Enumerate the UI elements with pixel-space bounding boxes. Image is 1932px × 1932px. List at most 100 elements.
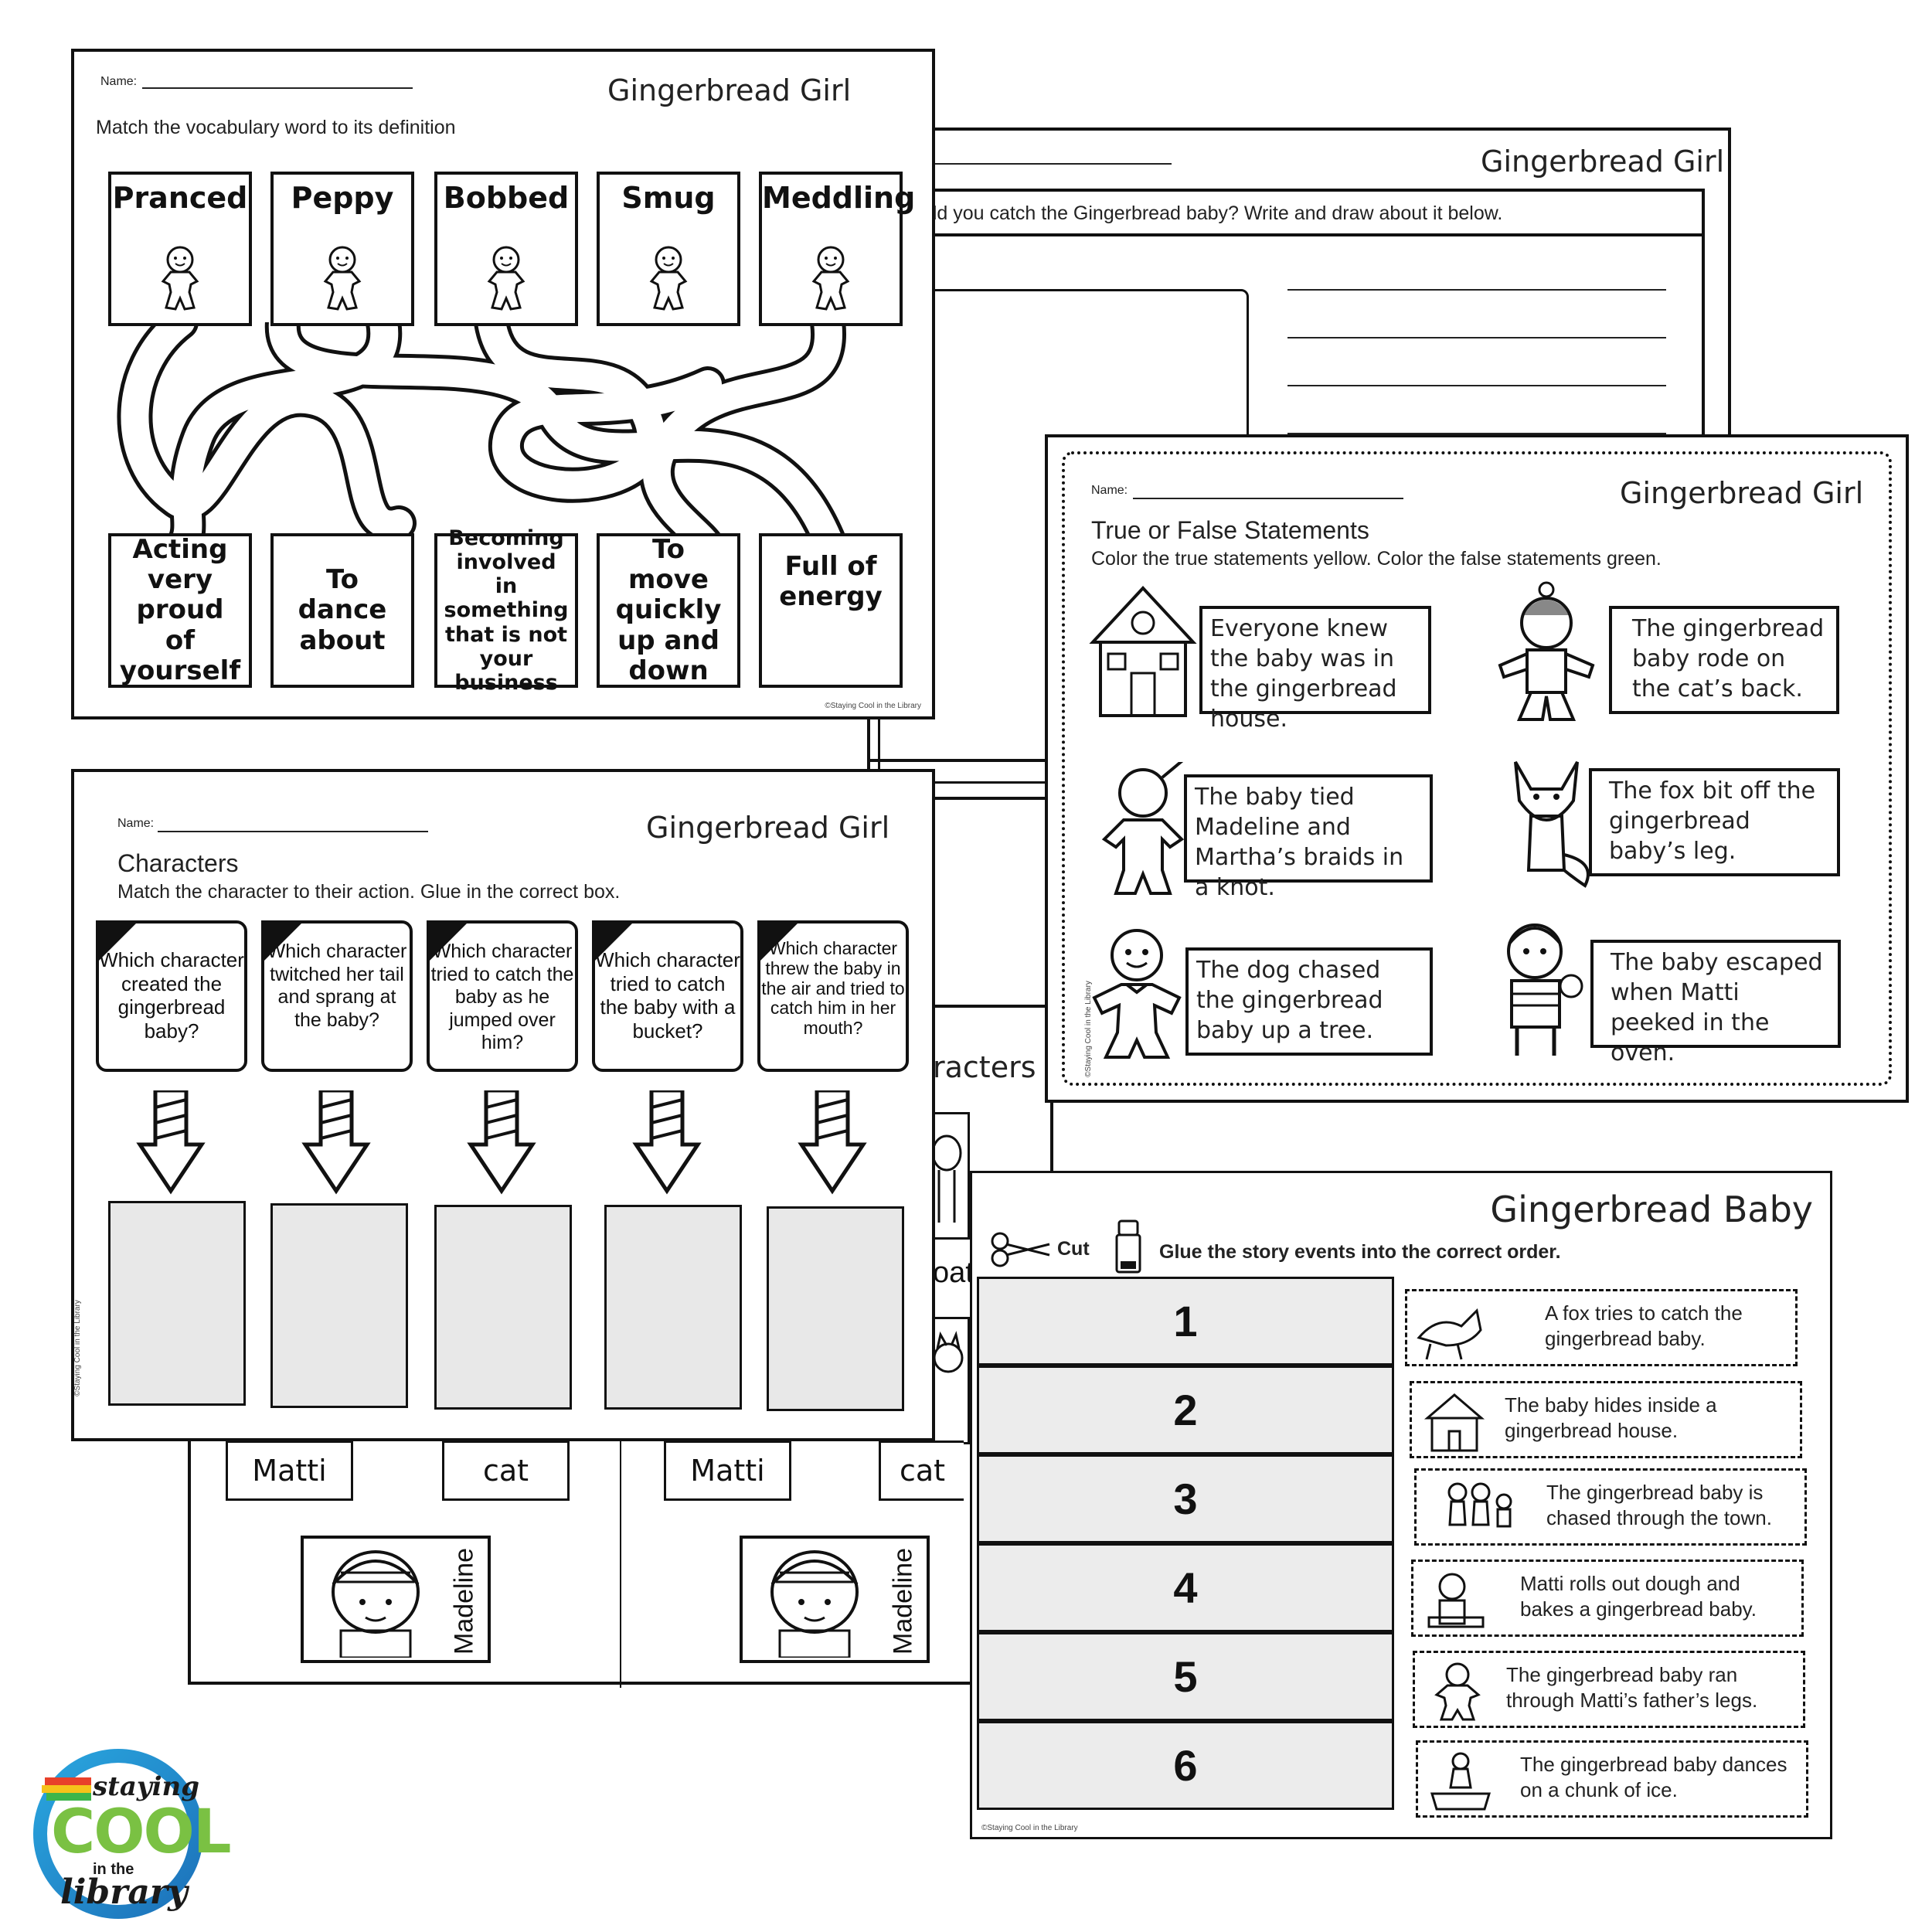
gingerbread-girl-icon bbox=[1498, 581, 1595, 721]
vocab-word-card: Smug bbox=[597, 172, 740, 326]
vocab-word: Smug bbox=[621, 181, 716, 215]
madeline-label-wrap: Madeline bbox=[446, 1545, 483, 1657]
statement-card[interactable]: The gingerbread baby rode on the cat’s b… bbox=[1609, 606, 1839, 714]
madeline-label: Madeline bbox=[888, 1547, 918, 1655]
corner-fold-icon bbox=[757, 920, 801, 964]
down-arrow-icon bbox=[467, 1090, 536, 1195]
event-text: The baby hides inside a gingerbread hous… bbox=[1505, 1393, 1717, 1442]
madeline-label-wrap: Madeline bbox=[885, 1545, 922, 1657]
ice-icon bbox=[1430, 1752, 1492, 1811]
event-text: The gingerbread baby ran through Matti’s… bbox=[1506, 1663, 1758, 1712]
fox-icon bbox=[1514, 761, 1590, 888]
cat-card: cat bbox=[442, 1440, 570, 1501]
name-label: Name: bbox=[1091, 484, 1128, 497]
event-card[interactable]: A fox tries to catch the gingerbread bab… bbox=[1405, 1289, 1798, 1366]
definition-card: Becoming involved in something that is n… bbox=[434, 526, 578, 695]
sequence-slot[interactable]: 4 bbox=[977, 1543, 1394, 1632]
true-false-worksheet: Name: Gingerbread Girl True or False Sta… bbox=[1045, 434, 1909, 1103]
name-line bbox=[142, 87, 413, 89]
worksheet-instruction: Glue the story events into the correct o… bbox=[1159, 1241, 1561, 1263]
down-arrow-icon bbox=[136, 1090, 206, 1195]
statement-card[interactable]: Everyone knew the baby was in the ginger… bbox=[1199, 606, 1431, 733]
children-icon bbox=[1447, 1482, 1512, 1528]
prompt-banner: w would you catch the Gingerbread baby? … bbox=[870, 189, 1705, 236]
question-text: Which character twitched her tail and sp… bbox=[267, 940, 407, 1031]
event-card[interactable]: Matti rolls out dough and bakes a ginger… bbox=[1411, 1560, 1804, 1637]
gingerbread-man-icon bbox=[811, 246, 850, 311]
vocab-word: Meddling bbox=[762, 181, 916, 215]
logo-text-cool: COOL bbox=[51, 1798, 232, 1867]
statement-card[interactable]: The fox bit off the gingerbread baby’s l… bbox=[1589, 768, 1840, 876]
event-card[interactable]: The gingerbread baby ran through Matti’s… bbox=[1413, 1651, 1805, 1728]
write-prompt: w would you catch the Gingerbread baby? … bbox=[878, 202, 1503, 224]
cut-label: Cut bbox=[1057, 1238, 1090, 1260]
statement-card[interactable]: The baby escaped when Matti peeked in th… bbox=[1590, 940, 1841, 1066]
gingerbread-baby-icon bbox=[1101, 762, 1185, 895]
fox-icon bbox=[1417, 1308, 1482, 1360]
worksheet-title: Gingerbread Girl bbox=[1620, 476, 1864, 510]
question-card: Which character created the gingerbread … bbox=[96, 920, 247, 1072]
statement-card[interactable]: The baby tied Madeline and Martha’s brai… bbox=[1184, 774, 1433, 901]
cat-card: cat bbox=[879, 1440, 964, 1501]
corner-fold-icon bbox=[261, 920, 304, 964]
question-text: Which character created the gingerbread … bbox=[99, 948, 244, 1043]
worksheet-instruction: Color the true statements yellow. Color … bbox=[1091, 548, 1662, 570]
maze-paths bbox=[117, 322, 846, 546]
madeline-icon bbox=[770, 1550, 859, 1658]
definition-card: To dance about bbox=[270, 533, 414, 688]
worksheet-instruction: Match the vocabulary word to its definit… bbox=[96, 117, 456, 138]
sequence-slot[interactable]: 1 bbox=[977, 1277, 1394, 1366]
question-text: Which character tried to catch the baby … bbox=[430, 940, 574, 1053]
event-text: Matti rolls out dough and bakes a ginger… bbox=[1520, 1572, 1757, 1621]
glue-box[interactable] bbox=[270, 1203, 408, 1408]
partial-heading: racters bbox=[933, 1050, 1036, 1084]
vocab-word: Pranced bbox=[112, 181, 248, 215]
worksheet-instruction: Match the character to their action. Glu… bbox=[117, 881, 621, 903]
characters-worksheet: Name: Gingerbread Girl Characters Match … bbox=[71, 769, 935, 1441]
staying-cool-logo: staying COOL in the library bbox=[29, 1745, 232, 1923]
logo-text-staying: staying bbox=[93, 1771, 200, 1802]
house-icon bbox=[1423, 1393, 1485, 1452]
worksheet-title: Gingerbread Girl bbox=[607, 73, 852, 107]
name-line bbox=[158, 831, 428, 832]
glue-box[interactable] bbox=[767, 1206, 904, 1411]
gingerbread-man-icon bbox=[161, 246, 199, 311]
event-card[interactable]: The baby hides inside a gingerbread hous… bbox=[1410, 1381, 1802, 1458]
copyright: ©Staying Cool in the Library bbox=[825, 702, 921, 710]
writing-line bbox=[1287, 433, 1666, 434]
goat-icon bbox=[931, 1134, 962, 1223]
question-card: Which character tried to catch the baby … bbox=[592, 920, 743, 1072]
corner-fold-icon bbox=[96, 920, 139, 964]
event-card[interactable]: The gingerbread baby is chased through t… bbox=[1414, 1468, 1807, 1546]
vocab-word-card: Pranced bbox=[108, 172, 252, 326]
sequence-slot[interactable]: 5 bbox=[977, 1632, 1394, 1721]
vocab-word-card: Meddling bbox=[759, 172, 916, 326]
name-label: Name: bbox=[100, 75, 138, 88]
event-card[interactable]: The gingerbread baby dances on a chunk o… bbox=[1416, 1740, 1808, 1818]
down-arrow-icon bbox=[798, 1090, 867, 1195]
copyright: ©Staying Cool in the Library bbox=[73, 1300, 82, 1396]
writing-line bbox=[1287, 337, 1666, 338]
goat-card bbox=[931, 1112, 970, 1240]
question-text: Which character threw the baby in the ai… bbox=[761, 938, 905, 1038]
gingerbread-man-icon bbox=[487, 246, 526, 311]
glue-box[interactable] bbox=[434, 1205, 572, 1410]
vocab-word: Peppy bbox=[291, 181, 394, 215]
name-line bbox=[1133, 498, 1403, 499]
writing-line bbox=[1287, 289, 1666, 291]
sequence-slot[interactable]: 6 bbox=[977, 1721, 1394, 1810]
down-arrow-icon bbox=[301, 1090, 371, 1195]
glue-box[interactable] bbox=[108, 1201, 246, 1406]
statement-card[interactable]: The dog chased the gingerbread baby up a… bbox=[1185, 947, 1433, 1056]
gingerbread-man-icon bbox=[323, 246, 362, 311]
worksheet-title: Gingerbread Baby bbox=[1490, 1189, 1813, 1230]
glue-box[interactable] bbox=[604, 1205, 742, 1410]
vocabulary-worksheet: Name: Gingerbread Girl Match the vocabul… bbox=[71, 49, 935, 719]
cat-icon bbox=[933, 1331, 964, 1373]
sequence-slot[interactable]: 3 bbox=[977, 1454, 1394, 1543]
definition-card: To move quickly up and down bbox=[597, 533, 740, 688]
vocab-word: Bobbed bbox=[443, 181, 570, 215]
worksheet-title: Gingerbread Girl bbox=[1481, 145, 1725, 179]
sequence-slot[interactable]: 2 bbox=[977, 1366, 1394, 1454]
logo-text-in-the: in the bbox=[93, 1861, 134, 1878]
